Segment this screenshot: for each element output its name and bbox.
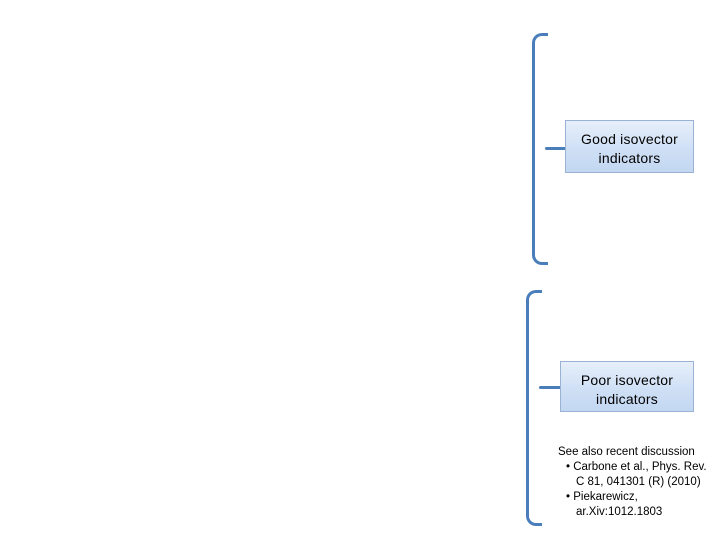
bottom-bracket [526,290,542,526]
good-isovector-indicators-box: Good isovector indicators [565,120,694,173]
poor-isovector-label-line1: Poor isovector [580,372,674,388]
poor-isovector-indicators-box: Poor isovector indicators [560,361,694,412]
reference-note: See also recent discussion • Carbone et … [558,445,718,520]
note-line-3: • Piekarewicz, [566,491,638,503]
good-isovector-label-line1: Good isovector [581,131,678,147]
bottom-bracket-stem [539,386,563,389]
top-bracket [532,33,548,265]
note-line-2: C 81, 041301 (R) (2010) [576,476,701,488]
note-heading: See also recent discussion [558,446,695,458]
poor-isovector-label-line2: indicators [596,391,658,407]
note-line-4: ar.Xiv:1012.1803 [576,506,663,518]
top-bracket-stem [545,147,567,150]
note-line-1: • Carbone et al., Phys. Rev. [566,461,707,473]
good-isovector-label-line2: indicators [598,150,661,166]
